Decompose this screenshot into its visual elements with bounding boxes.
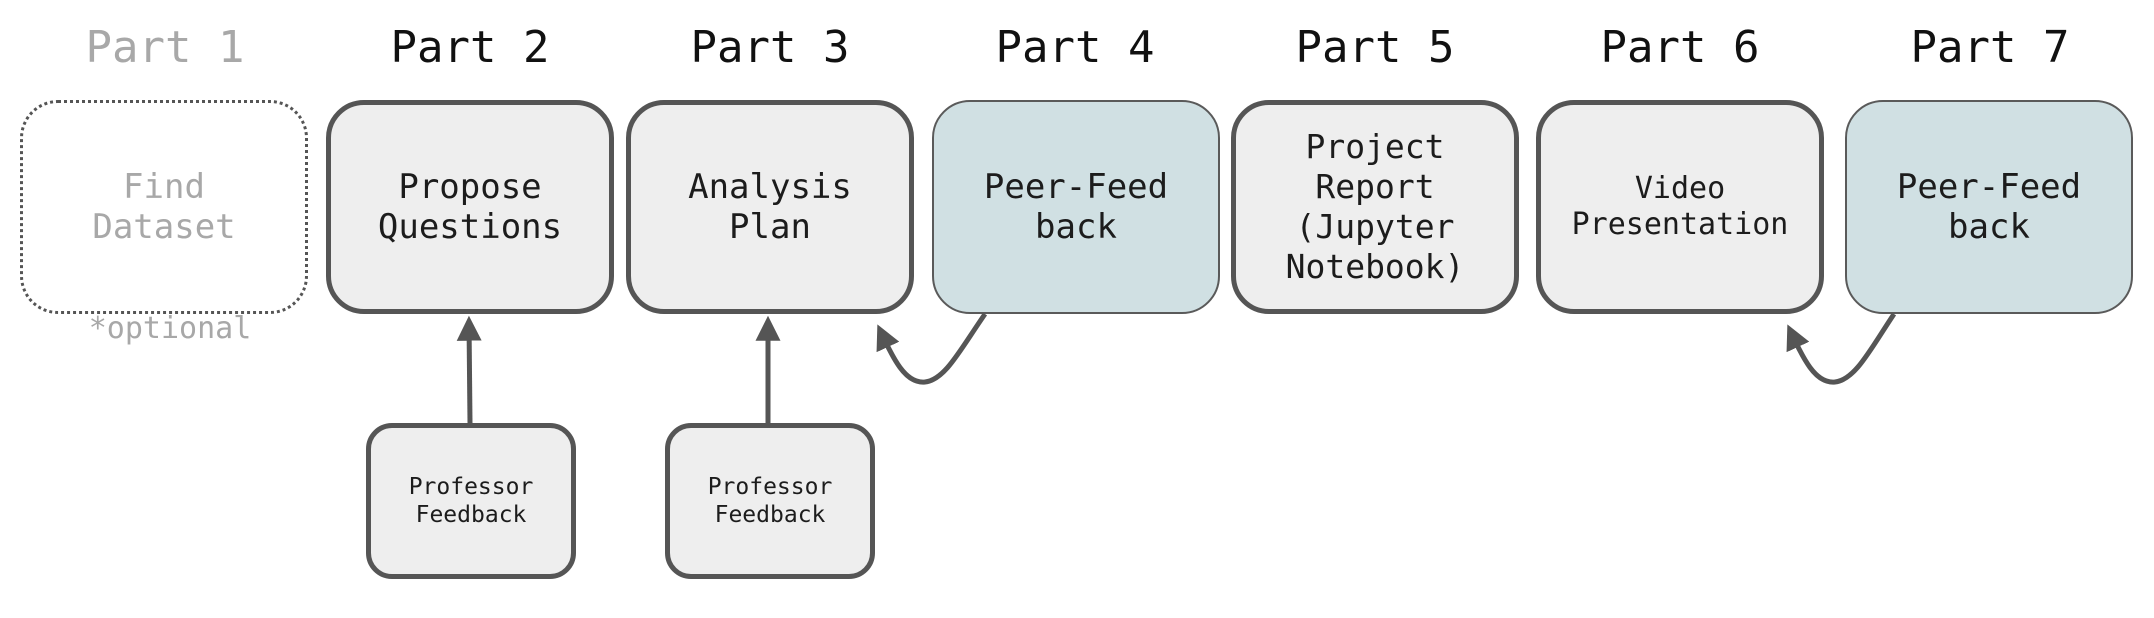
- peer-feedback-box-part-4: Peer-Feed back: [932, 100, 1220, 314]
- peer-feedback-label-part-4: Peer-Feed back: [983, 167, 1169, 247]
- project-report-box: Project Report (Jupyter Notebook): [1231, 100, 1519, 314]
- peer-feedback-box-part-7: Peer-Feed back: [1845, 100, 2133, 314]
- part-2-title: Part 2: [390, 22, 550, 73]
- find-dataset-box: Find Dataset: [20, 100, 308, 314]
- part-1-title: Part 1: [85, 22, 245, 73]
- part-6-title: Part 6: [1600, 22, 1760, 73]
- part-3-title: Part 3: [690, 22, 850, 73]
- part-5-title: Part 5: [1295, 22, 1455, 73]
- professor-feedback-label-part-2: Professor Feedback: [408, 474, 534, 528]
- propose-questions-box: Propose Questions: [326, 100, 614, 314]
- project-report-label: Project Report (Jupyter Notebook): [1285, 127, 1465, 286]
- find-dataset-label: Find Dataset: [92, 167, 236, 247]
- peer-feedback-arrow-part-4: [876, 312, 988, 385]
- professor-feedback-box-part-3: Professor Feedback: [665, 423, 875, 579]
- analysis-plan-label: Analysis Plan: [688, 167, 852, 247]
- professor-feedback-label-part-3: Professor Feedback: [707, 474, 833, 528]
- peer-feedback-arrow-part-7: [1786, 312, 1897, 385]
- part-7-title: Part 7: [1910, 22, 2070, 73]
- professor-feedback-box-part-2: Professor Feedback: [366, 423, 576, 579]
- optional-note: *optional: [88, 311, 252, 346]
- part-4-title: Part 4: [995, 22, 1155, 73]
- video-presentation-box: Video Presentation: [1536, 100, 1824, 314]
- analysis-plan-box: Analysis Plan: [626, 100, 914, 314]
- peer-feedback-label-part-7: Peer-Feed back: [1896, 167, 2082, 247]
- feedback-arrow-part-2: [456, 315, 482, 424]
- video-presentation-label: Video Presentation: [1571, 171, 1789, 242]
- propose-questions-label: Propose Questions: [377, 167, 563, 247]
